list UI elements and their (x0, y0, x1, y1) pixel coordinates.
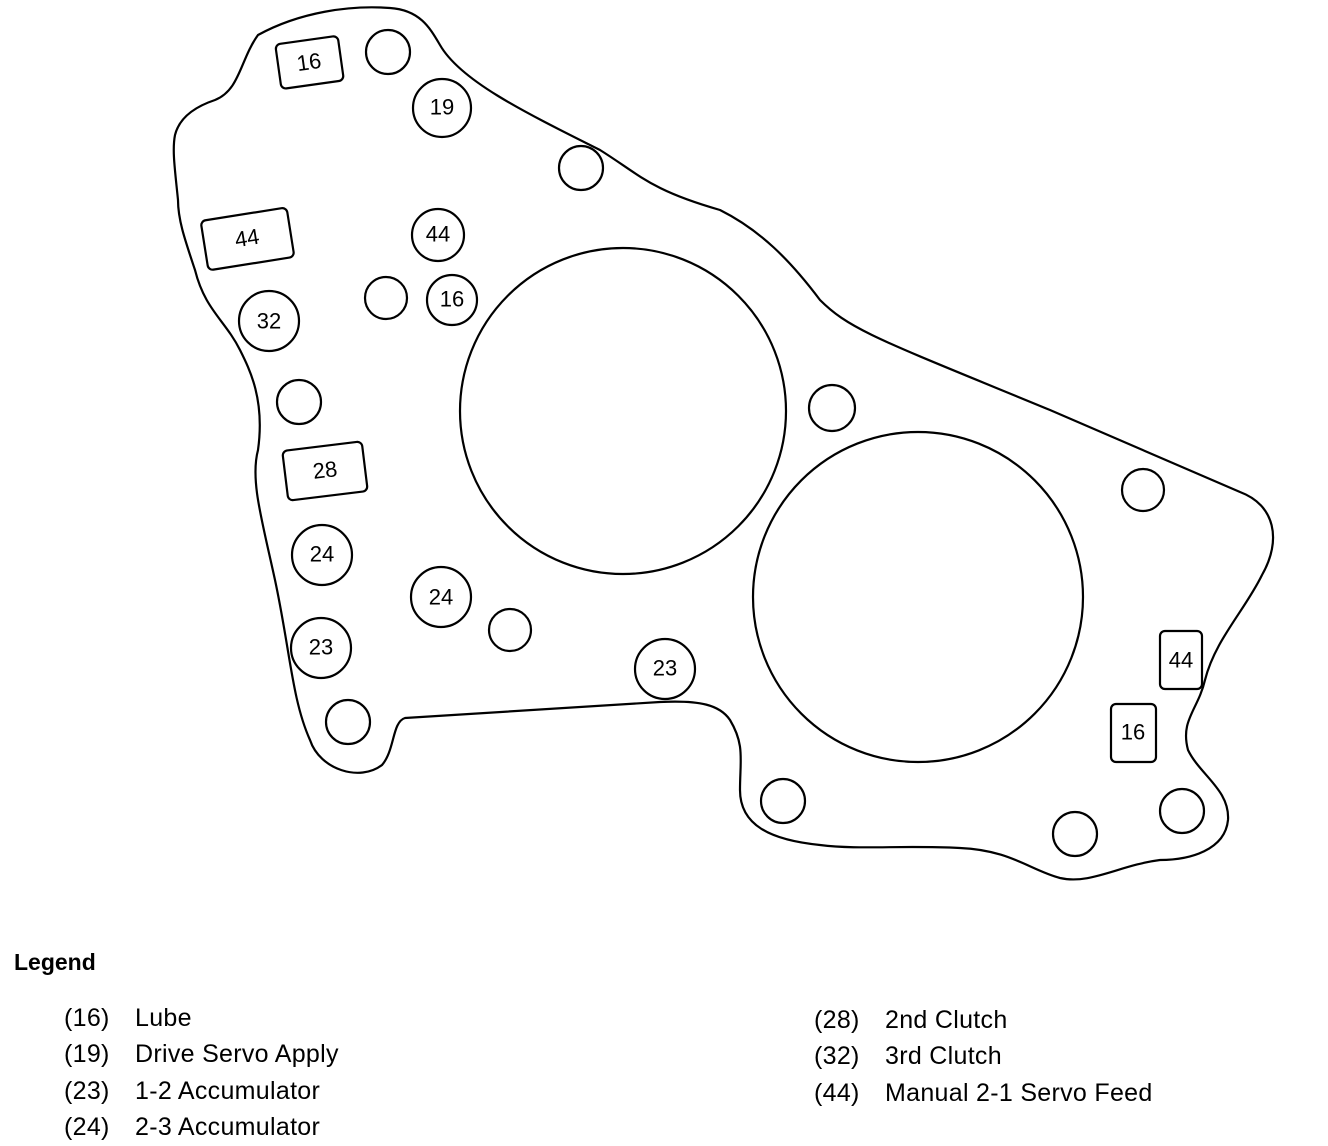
label-16-circle: 16 (440, 287, 464, 312)
large-bore-upper (460, 248, 786, 574)
legend-label: 2nd Clutch (885, 1006, 1008, 1035)
legend-column-right: (28) 2nd Clutch (32) 3rd Clutch (44) Man… (814, 1002, 1153, 1112)
label-44-right: 44 (1169, 648, 1193, 673)
legend-item: (19) Drive Servo Apply (64, 1037, 339, 1074)
legend-item: (44) Manual 2-1 Servo Feed (814, 1075, 1153, 1112)
label-32: 32 (257, 309, 281, 334)
bolt-hole (761, 779, 805, 823)
bolt-hole (559, 146, 603, 190)
bolt-hole (366, 30, 410, 74)
legend-item: (24) 2-3 Accumulator (64, 1110, 339, 1146)
label-23-bottom: 23 (653, 656, 677, 681)
bolt-hole (277, 380, 321, 424)
bolt-hole (489, 609, 531, 651)
legend-title: Legend (14, 949, 96, 976)
legend-label: 1-2 Accumulator (135, 1077, 320, 1106)
legend-item: (23) 1-2 Accumulator (64, 1073, 339, 1110)
legend-label: Manual 2-1 Servo Feed (885, 1079, 1153, 1108)
label-28: 28 (311, 456, 338, 484)
legend-code: (32) (814, 1042, 885, 1071)
legend-label: Lube (135, 1004, 192, 1033)
legend-item: (32) 3rd Clutch (814, 1039, 1153, 1076)
legend-code: (19) (64, 1040, 135, 1069)
legend-item: (28) 2nd Clutch (814, 1002, 1153, 1039)
label-23-left: 23 (309, 635, 333, 660)
legend-code: (16) (64, 1004, 135, 1033)
bolt-hole (809, 385, 855, 431)
label-24-center: 24 (429, 585, 453, 610)
spacer-plate-diagram: 16 19 44 44 16 32 28 24 24 23 23 44 16 (0, 0, 1328, 935)
label-16-right: 16 (1121, 720, 1145, 745)
legend-item: (16) Lube (64, 1000, 339, 1037)
bolt-hole (365, 277, 407, 319)
large-bore-lower (753, 432, 1083, 762)
legend-column-left: (16) Lube (19) Drive Servo Apply (23) 1-… (64, 1000, 339, 1146)
bolt-hole (1053, 812, 1097, 856)
label-44-left: 44 (233, 224, 261, 253)
bolt-hole (326, 700, 370, 744)
legend-code: (23) (64, 1077, 135, 1106)
legend-code: (28) (814, 1006, 885, 1035)
label-24-left: 24 (310, 542, 334, 567)
legend-label: 3rd Clutch (885, 1042, 1002, 1071)
label-19: 19 (430, 95, 454, 120)
bolt-hole (1122, 469, 1164, 511)
label-16-top: 16 (295, 48, 323, 76)
label-44-circle: 44 (426, 222, 450, 247)
legend-code: (44) (814, 1079, 885, 1108)
bolt-hole (1160, 789, 1204, 833)
legend-label: Drive Servo Apply (135, 1040, 339, 1069)
